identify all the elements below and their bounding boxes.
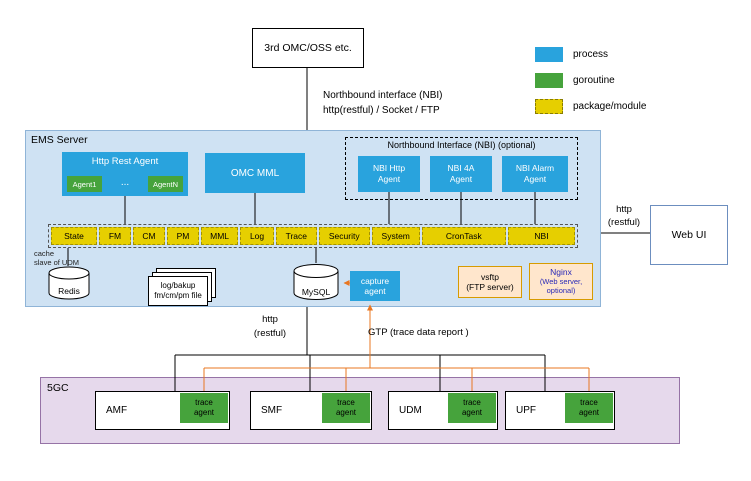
trace-agent-line2: agent <box>461 408 483 417</box>
edge-bottom-line2: (restful) <box>253 328 287 339</box>
omc-mml-box: OMC MML <box>205 153 305 193</box>
agent1-box: Agent1 <box>67 176 102 192</box>
nbi-alarm-agent-line1: NBI Alarm <box>515 163 555 173</box>
nbi-alarm-agent-line2: Agent <box>523 174 547 184</box>
legend-package-swatch <box>535 99 563 114</box>
nbi-4a-agent-line1: NBI 4A <box>447 163 475 173</box>
legend-package-label: package/module <box>573 101 647 112</box>
capture-agent-line2: agent <box>364 286 386 296</box>
legend-process-swatch <box>535 47 563 62</box>
udm-trace-agent: trace agent <box>448 393 496 423</box>
capture-agent-line1: capture <box>360 276 390 286</box>
amf-trace-agent: trace agent <box>180 393 228 423</box>
nbi-note-line1: Northbound interface (NBI) <box>323 90 443 101</box>
agent-ellipsis: ... <box>120 176 130 188</box>
trace-agent-line2: agent <box>193 408 215 417</box>
redis-note-line1: cache <box>34 249 55 258</box>
trace-agent-line1: trace <box>463 398 481 407</box>
nbi-note-line2: http(restful) / Socket / FTP <box>323 105 440 116</box>
vsftp-box: vsftp (FTP server) <box>458 266 522 298</box>
legend-process-label: process <box>573 49 609 60</box>
legend-goroutine-label: goroutine <box>573 75 615 86</box>
udm-box: UDM trace agent <box>388 391 498 430</box>
module-mml: MML <box>200 227 239 245</box>
amf-label: AMF <box>106 405 128 416</box>
nbi-4a-agent-box: NBI 4A Agent <box>430 156 492 192</box>
udm-label: UDM <box>399 405 422 416</box>
smf-trace-agent: trace agent <box>322 393 370 423</box>
cylinder-icon <box>48 266 90 300</box>
module-pm: PM <box>166 227 199 245</box>
cylinder-icon <box>293 264 339 300</box>
module-security: Security <box>318 227 370 245</box>
redis-label: Redis <box>58 286 80 296</box>
edge-right-line2: (restful) <box>607 217 641 228</box>
nginx-line2: (Web server, <box>539 277 583 286</box>
vsftp-line1: vsftp <box>481 272 499 282</box>
http-restful-bottom-label: http (restful) <box>238 313 302 341</box>
module-log: Log <box>240 227 274 245</box>
module-cm: CM <box>132 227 165 245</box>
edge-bottom-line1: http <box>262 314 278 325</box>
module-system: System <box>371 227 420 245</box>
legend-goroutine-swatch <box>535 73 563 88</box>
module-bar: State FM CM PM MML Log Trace Security Sy… <box>48 224 578 248</box>
trace-agent-line1: trace <box>337 398 355 407</box>
mysql-label: MySQL <box>301 287 331 297</box>
log-file-stack: log/bakup fm/cm/pm file <box>148 268 218 308</box>
fivegc-title: 5GC <box>47 382 69 394</box>
nbi-alarm-agent-box: NBI Alarm Agent <box>502 156 568 192</box>
nbi-http-agent-line1: NBI Http <box>372 163 406 173</box>
logfiles-line1: log/bakup <box>160 281 196 290</box>
redis-note: cache slave of UDM <box>34 249 79 267</box>
doc-front: log/bakup fm/cm/pm file <box>148 276 208 306</box>
nbi-group: Northbound Interface (NBI) (optional) <box>345 137 578 200</box>
omc-oss-box: 3rd OMC/OSS etc. <box>252 28 364 68</box>
nbi-4a-agent-line2: Agent <box>449 174 473 184</box>
omc-mml-label: OMC MML <box>230 167 280 179</box>
nginx-line1: Nginx <box>550 267 572 277</box>
ems-server-title: EMS Server <box>31 134 88 146</box>
web-ui-label: Web UI <box>671 229 707 241</box>
nbi-http-agent-line2: Agent <box>377 174 401 184</box>
mysql-database: MySQL <box>293 263 339 301</box>
edge-right-line1: http <box>616 204 632 215</box>
nbi-group-title: Northbound Interface (NBI) (optional) <box>387 140 536 150</box>
http-rest-agent-box: Http Rest Agent Agent1 ... AgentN <box>62 152 188 196</box>
capture-agent-box: capture agent <box>350 271 400 301</box>
nginx-line3: optional) <box>546 286 576 295</box>
trace-agent-line1: trace <box>580 398 598 407</box>
module-trace: Trace <box>275 227 317 245</box>
logfiles-line2: fm/cm/pm file <box>154 291 202 300</box>
redis-database: Redis <box>48 266 90 300</box>
upf-trace-agent: trace agent <box>565 393 613 423</box>
omc-oss-label: 3rd OMC/OSS etc. <box>264 42 352 54</box>
http-rest-agent-label: Http Rest Agent <box>91 156 159 167</box>
upf-box: UPF trace agent <box>505 391 615 430</box>
agentN-box: AgentN <box>148 176 183 192</box>
http-restful-right-label: http (restful) <box>600 203 648 229</box>
trace-agent-line2: agent <box>335 408 357 417</box>
trace-agent-line1: trace <box>195 398 213 407</box>
module-state: State <box>51 227 97 245</box>
trace-agent-line2: agent <box>578 408 600 417</box>
smf-label: SMF <box>261 405 283 416</box>
module-crontask: CronTask <box>421 227 507 245</box>
gtp-label: GTP (trace data report ) <box>368 327 469 338</box>
module-nbi: NBI <box>508 227 575 245</box>
upf-label: UPF <box>516 405 536 416</box>
nbi-http-agent-box: NBI Http Agent <box>358 156 420 192</box>
nginx-box: Nginx (Web server, optional) <box>529 263 593 300</box>
amf-box: AMF trace agent <box>95 391 230 430</box>
vsftp-line2: (FTP server) <box>466 282 514 292</box>
smf-box: SMF trace agent <box>250 391 372 430</box>
web-ui-box: Web UI <box>650 205 728 265</box>
module-fm: FM <box>98 227 131 245</box>
redis-note-line2: slave of UDM <box>34 258 80 267</box>
